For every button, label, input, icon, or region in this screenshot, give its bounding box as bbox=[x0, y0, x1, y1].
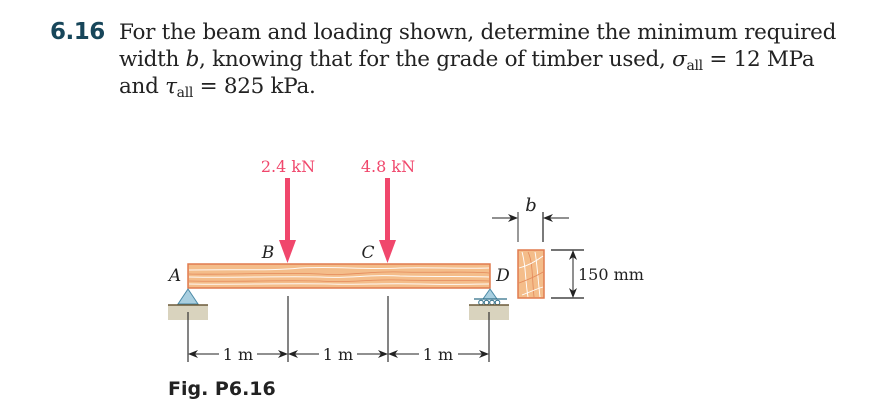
timber-beam bbox=[187, 263, 491, 289]
tau-value: = 825 kPa. bbox=[193, 74, 316, 99]
span-label-bc: 1 m bbox=[323, 345, 353, 364]
point-label-d: D bbox=[495, 266, 510, 286]
text: width bbox=[119, 47, 186, 72]
problem-text-line-3: and τall = 825 kPa. bbox=[119, 74, 316, 101]
height-dimension bbox=[551, 249, 584, 299]
point-label-c: C bbox=[361, 243, 374, 263]
sigma-subscript: all bbox=[686, 58, 703, 74]
width-variable: b bbox=[185, 47, 200, 72]
load-label-b: 2.4 kN bbox=[261, 157, 315, 176]
tau-subscript: all bbox=[176, 85, 194, 101]
point-label-a: A bbox=[167, 266, 181, 286]
width-label: b bbox=[525, 195, 537, 216]
tau-symbol: τ bbox=[165, 74, 177, 99]
height-label: 150 mm bbox=[578, 265, 644, 284]
problem-number: 6.16 bbox=[50, 19, 105, 45]
width-dimension bbox=[492, 212, 569, 242]
sigma-value: = 12 MPa bbox=[702, 47, 815, 72]
problem-text-line-2: width b, knowing that for the grade of t… bbox=[119, 47, 815, 74]
point-label-b: B bbox=[261, 243, 275, 263]
load-arrow-c bbox=[379, 178, 396, 263]
problem-text-line-1: For the beam and loading shown, determin… bbox=[119, 20, 837, 45]
figure-caption: Fig. P6.16 bbox=[168, 378, 276, 400]
text: , knowing that for the grade of timber u… bbox=[199, 47, 673, 72]
load-arrow-b bbox=[279, 178, 296, 263]
span-label-ab: 1 m bbox=[223, 345, 253, 364]
span-label-cd: 1 m bbox=[423, 345, 453, 364]
sigma-symbol: σ bbox=[672, 47, 687, 72]
load-label-c: 4.8 kN bbox=[361, 157, 415, 176]
beam-cross-section bbox=[517, 249, 545, 299]
text: and bbox=[119, 74, 166, 99]
